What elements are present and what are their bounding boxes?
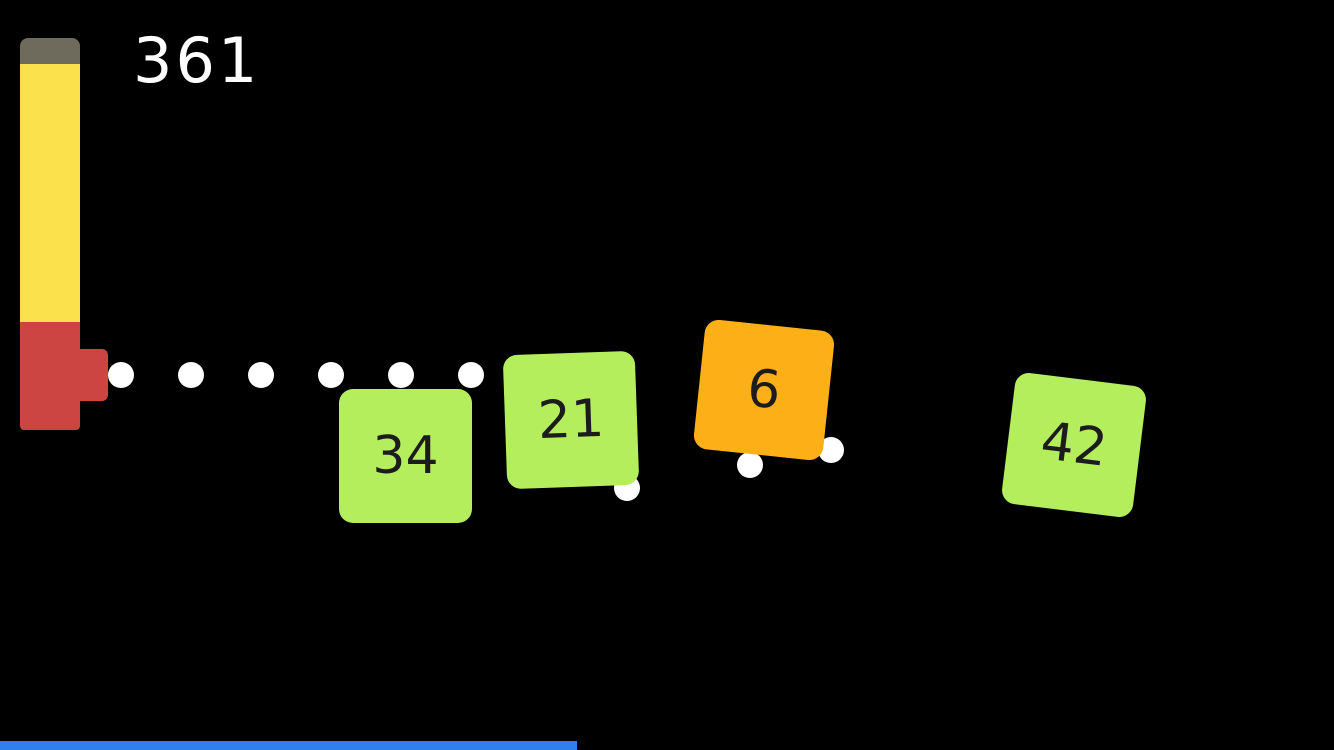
pencil-cap [20,38,80,64]
trail-dot [248,362,274,388]
block-value: 34 [372,426,439,486]
trail-dot [388,362,414,388]
trail-dot [108,362,134,388]
trail-dot [737,452,763,478]
block-value: 21 [536,388,606,452]
block-value: 42 [1037,411,1111,479]
number-block: 21 [502,350,640,490]
player-pencil [20,38,108,430]
pencil-body [20,62,80,322]
number-block: 6 [692,318,836,462]
pencil-tip [20,322,80,430]
trail-dot [178,362,204,388]
block-value: 6 [744,358,784,422]
number-block: 34 [339,389,472,523]
pencil-tip-tab [78,349,108,401]
number-block: 42 [1000,371,1148,519]
trail-dot [458,362,484,388]
score-label: 361 [133,24,261,97]
trail-dot [318,362,344,388]
progress-bar [0,741,577,750]
